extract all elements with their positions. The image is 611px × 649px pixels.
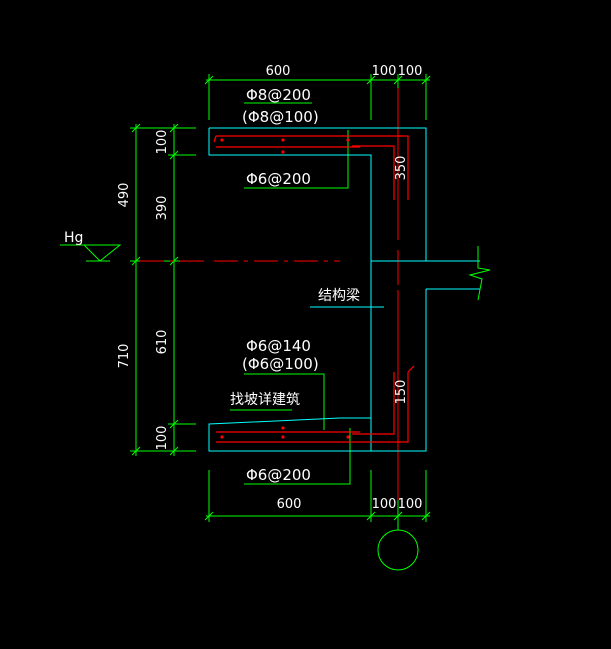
dim-bottom-right-a: 100 — [372, 497, 397, 512]
dim-bottom-right-b: 100 — [398, 497, 423, 512]
concrete-outline — [208, 127, 480, 452]
top-rebar-main: Φ8@200 — [246, 86, 311, 104]
slope-note: 找坡详建筑 — [230, 392, 300, 408]
dim-top-right-b: 100 — [398, 64, 423, 79]
dim-wall-lower: 150 — [394, 380, 409, 405]
dim-left-upper-slab: 100 — [155, 130, 170, 155]
elevation-label: Hg — [64, 230, 83, 246]
dim-wall-upper: 350 — [394, 156, 409, 181]
top-rebar-alt: (Φ8@100) — [242, 108, 319, 126]
rebar-dots — [220, 138, 350, 439]
dim-top-right-a: 100 — [372, 64, 397, 79]
dim-top-width: 600 — [266, 64, 291, 79]
axis-lines — [140, 88, 399, 500]
rebar-lines — [213, 135, 415, 443]
beam-label: 结构梁 — [318, 288, 360, 304]
dim-left-lower-total: 710 — [117, 344, 132, 369]
dim-left-upper-total: 490 — [117, 183, 132, 208]
dim-bottom-width: 600 — [277, 497, 302, 512]
dimension-lines — [130, 74, 431, 571]
bottom-rebar-dist: Φ6@200 — [246, 466, 311, 484]
elevation-marker — [60, 244, 122, 262]
break-line — [468, 246, 491, 301]
dim-left-upper-gap: 390 — [155, 196, 170, 221]
dim-left-lower-slab: 100 — [155, 426, 170, 451]
bottom-rebar-alt: (Φ6@100) — [242, 355, 319, 373]
bottom-rebar-main: Φ6@140 — [246, 337, 311, 355]
dim-left-lower-gap: 610 — [155, 330, 170, 355]
top-rebar-dist: Φ6@200 — [246, 170, 311, 188]
